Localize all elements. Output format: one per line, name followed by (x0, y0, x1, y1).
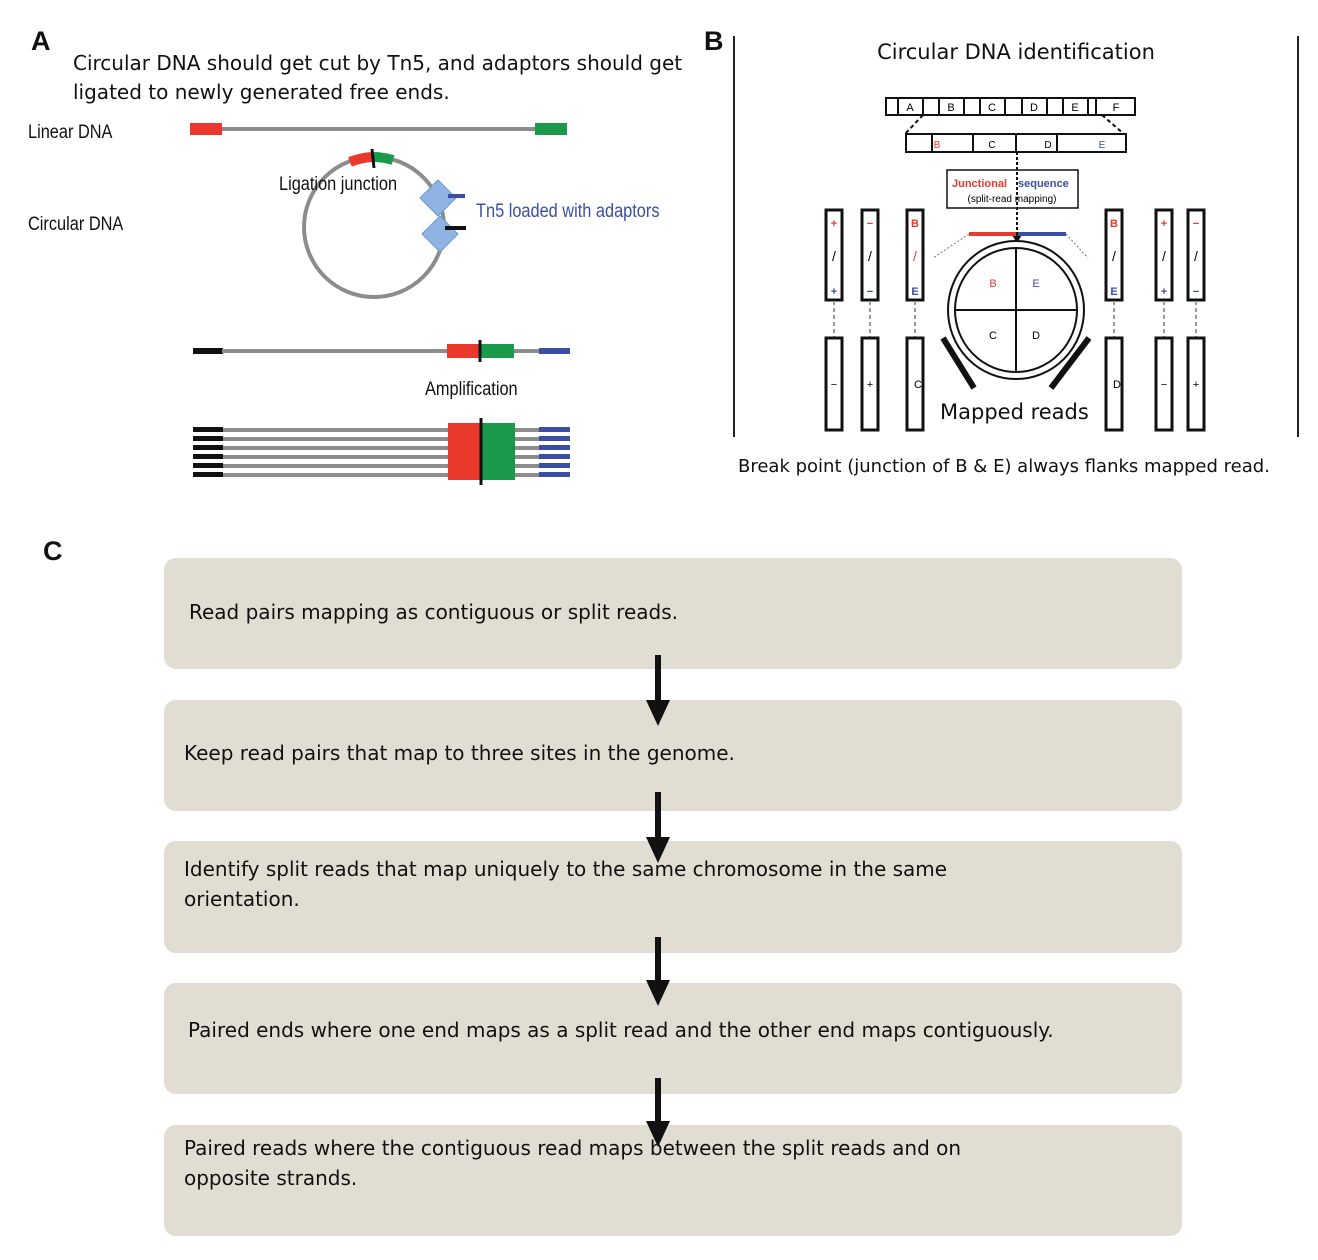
step-2-text: Keep read pairs that map to three sites … (184, 741, 735, 765)
read-pair-6: − / − + (1186, 208, 1206, 432)
step-3-text: Identify split reads that map uniquely t… (184, 857, 948, 911)
read-pair-4: B / E D (1104, 208, 1124, 432)
genome-segments-top: A B C D E F (885, 97, 1136, 116)
mid-segment-c: C (988, 140, 995, 151)
ligation-junction-label: Ligation junction (279, 174, 398, 195)
segment-b-label: B (947, 102, 954, 114)
svg-text:/: / (1194, 248, 1198, 264)
mid-segment-d: D (1044, 140, 1051, 151)
step-box-5: Paired reads where the contiguous read m… (164, 1125, 1182, 1236)
svg-text:E: E (1110, 286, 1117, 298)
quadrant-c: C (989, 330, 997, 342)
mid-segment-b: B (934, 140, 941, 151)
svg-text:+: + (1161, 218, 1167, 230)
panel-a-diagram (190, 123, 570, 485)
svg-text:+: + (1193, 379, 1199, 391)
quadrant-d: D (1032, 330, 1040, 342)
genome-segments-mid: B C D E (905, 133, 1127, 153)
circular-dna-ring (302, 148, 446, 299)
panel-a-heading: Circular DNA should get cut by Tn5, and … (73, 51, 683, 104)
read-pair-5: + / + − (1154, 208, 1174, 432)
read-pair-1: + / + − (824, 208, 844, 432)
panel-b-caption: Break point (junction of B & E) always f… (738, 456, 1270, 477)
quadrant-e: E (1032, 278, 1039, 290)
svg-text:/: / (1112, 248, 1116, 264)
svg-text:−: − (1161, 379, 1167, 391)
svg-text:+: + (867, 379, 873, 391)
svg-text:C: C (914, 379, 922, 391)
step-5-text: Paired reads where the contiguous read m… (184, 1136, 962, 1190)
amplified-fragments (193, 418, 570, 485)
linear-dna-strand (190, 123, 567, 135)
segment-e-label: E (1071, 102, 1078, 114)
step-box-4: Paired ends where one end maps as a spli… (164, 983, 1182, 1094)
quadrant-b: B (989, 278, 996, 290)
svg-text:B: B (1110, 218, 1118, 230)
svg-text:/: / (1162, 248, 1166, 264)
down-arrow-icon (646, 937, 670, 1006)
tn5-icon (419, 179, 466, 253)
panel-b-diagram: A B C D E F B C D E Junctional sequence … (824, 97, 1206, 432)
step-box-3: Identify split reads that map uniquely t… (164, 841, 1182, 953)
step-box-1: Read pairs mapping as contiguous or spli… (164, 558, 1182, 669)
panel-b-letter: B (704, 26, 724, 56)
flow-arrows (646, 655, 670, 1147)
svg-text:B: B (911, 218, 919, 230)
junctional-sequence-box: Junctional sequence (split-read mapping) (946, 169, 1079, 209)
segment-f-label: F (1113, 102, 1120, 114)
mapped-reads-label: Mapped reads (940, 400, 1089, 424)
ligated-fragment (193, 340, 570, 362)
mid-segment-e: E (1099, 140, 1106, 151)
svg-text:/: / (913, 248, 917, 264)
svg-text:−: − (867, 218, 873, 230)
step-1-text: Read pairs mapping as contiguous or spli… (189, 600, 678, 624)
sequence-word: sequence (1018, 178, 1069, 190)
read-pair-3: B / E C (905, 208, 925, 432)
svg-text:+: + (831, 218, 837, 230)
svg-text:D: D (1113, 379, 1121, 391)
panel-b-left-border (733, 36, 735, 437)
panel-a-letter: A (31, 26, 51, 56)
panel-b-right-border (1297, 36, 1299, 437)
tn5-label: Tn5 loaded with adaptors (476, 201, 660, 222)
step-box-2: Keep read pairs that map to three sites … (164, 700, 1182, 811)
down-arrow-icon (646, 655, 670, 726)
panel-b-title: Circular DNA identification (877, 40, 1155, 64)
amplification-label: Amplification (425, 379, 518, 400)
svg-text:+: + (831, 286, 837, 298)
svg-text:/: / (832, 248, 836, 264)
panel-c-letter: C (43, 536, 63, 566)
split-read-mapping-label: (split-read mapping) (968, 194, 1057, 205)
svg-text:−: − (1193, 286, 1199, 298)
linear-dna-label: Linear DNA (28, 122, 113, 143)
read-pair-2: − / − + (860, 208, 880, 432)
svg-text:−: − (831, 379, 837, 391)
down-arrow-icon (646, 792, 670, 863)
svg-text:E: E (911, 286, 918, 298)
circular-genome: B E C D (940, 240, 1092, 390)
svg-text:−: − (1193, 218, 1199, 230)
circular-dna-label: Circular DNA (28, 214, 124, 235)
down-arrow-icon (646, 1078, 670, 1147)
segment-a-label: A (906, 102, 914, 114)
svg-text:+: + (1161, 286, 1167, 298)
junctional-word: Junctional (952, 178, 1007, 190)
segment-c-label: C (988, 102, 996, 114)
svg-text:/: / (868, 248, 872, 264)
step-4-text: Paired ends where one end maps as a spli… (188, 1018, 1054, 1042)
svg-text:−: − (867, 286, 873, 298)
segment-d-label: D (1030, 102, 1038, 114)
